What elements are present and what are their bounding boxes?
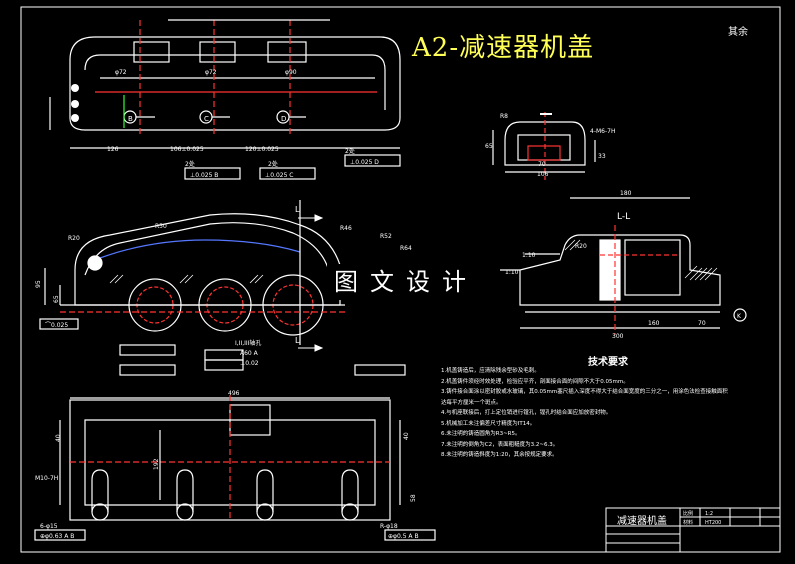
small-view xyxy=(492,112,596,180)
svg-text:40: 40 xyxy=(403,432,410,440)
scale-label: 比例 xyxy=(683,510,693,517)
side-view-hatch xyxy=(109,274,264,284)
title-block-cells: 比例 1:2 材料 HT200 xyxy=(683,510,721,526)
svg-text:180: 180 xyxy=(620,190,632,197)
svg-text:58: 58 xyxy=(410,494,417,502)
tech-requirements-list: 1.机盖铸造后，应清除残余型砂及毛刺。 2.机盖铸件须经时效处理，检验应平齐，剖… xyxy=(441,366,728,461)
bottom-view xyxy=(34,395,436,541)
section-hatch xyxy=(564,239,718,281)
svg-text:2处: 2处 xyxy=(185,160,195,168)
svg-text:65: 65 xyxy=(485,143,493,150)
svg-text:⊕φ0.63 A B: ⊕φ0.63 A B xyxy=(40,533,74,540)
tech-note: 7.未注明的倒角为C2，表面粗糙度为3.2~6.3。 xyxy=(441,441,559,448)
svg-text:L: L xyxy=(295,205,300,214)
side-view xyxy=(39,200,406,376)
tech-note: 2.机盖铸件须经时效处理，检验应平齐，剖面接合面的间隙不大于0.05mm。 xyxy=(441,378,629,385)
svg-text:R-φ18: R-φ18 xyxy=(380,523,398,530)
svg-text:1:10: 1:10 xyxy=(522,252,536,259)
svg-text:40: 40 xyxy=(55,434,62,442)
svg-text:M10-7H: M10-7H xyxy=(35,475,58,482)
svg-text:126: 126 xyxy=(107,146,119,153)
svg-text:1:10: 1:10 xyxy=(505,269,519,276)
material-label: 材料 xyxy=(683,519,693,526)
drawing-border xyxy=(20,6,781,553)
section-letters: L L xyxy=(295,205,300,345)
svg-text:70: 70 xyxy=(698,320,706,327)
svg-text:R52: R52 xyxy=(380,233,392,240)
section-arrows xyxy=(298,214,324,352)
material-value: HT200 xyxy=(705,520,721,526)
svg-text:φ90: φ90 xyxy=(285,69,297,76)
section-label: L-L xyxy=(617,212,631,222)
surface-roughness-note: 其余 xyxy=(728,27,748,38)
left-bolt-holes xyxy=(71,84,79,122)
tech-note: 1.机盖铸造后，应清除残余型砂及毛刺。 xyxy=(441,368,540,374)
svg-text:R20: R20 xyxy=(575,243,587,250)
svg-text:106±0.025: 106±0.025 xyxy=(170,146,204,153)
top-view xyxy=(49,19,401,180)
svg-text:R8: R8 xyxy=(500,113,508,120)
drawing-title: A2-减速器机盖 xyxy=(412,33,595,63)
svg-text:B: B xyxy=(128,115,133,123)
svg-text:⊥0.025 D: ⊥0.025 D xyxy=(350,159,379,166)
watermark: 图文设计 xyxy=(327,264,485,300)
svg-text:φ72: φ72 xyxy=(115,69,127,76)
svg-text:192: 192 xyxy=(153,458,160,470)
svg-text:300: 300 xyxy=(612,333,624,340)
svg-text:2处: 2处 xyxy=(345,147,355,155)
top-view-dims: 126 106±0.025 120±0.025 2处 2处 2处 ⊥0.025 … xyxy=(107,69,379,179)
svg-text:⌒0.025: ⌒0.025 xyxy=(45,322,68,329)
svg-text:R50: R50 xyxy=(155,223,167,230)
svg-text:φ72: φ72 xyxy=(205,69,217,76)
svg-text:70: 70 xyxy=(538,161,546,168)
tech-note: 3.铸件接合面涂以密封胶或水玻璃，其0.05mm塞尺插入深度不得大于结合面宽度的… xyxy=(441,389,728,395)
tech-note: 6.未注明的铸造圆角为R3~R5。 xyxy=(441,431,521,437)
bottom-view-dims: 496 192 40 58 40 M10-7H 6-φ15 R-φ18 ⊕φ0.… xyxy=(35,390,419,540)
svg-text:C: C xyxy=(204,115,209,123)
svg-text:160: 160 xyxy=(648,320,660,327)
svg-text:65: 65 xyxy=(53,295,60,303)
tech-note: 4.与机座联接后，打上定位销进行镗孔，镗孔时结合面应加放密封物。 xyxy=(441,410,612,416)
scale-value: 1:2 xyxy=(705,511,713,517)
part-name: 减速器机盖 xyxy=(617,516,667,527)
section-dims: 180 300 160 70 1:10 1:10 R20 K xyxy=(505,190,742,340)
svg-text:⊥0.025 B: ⊥0.025 B xyxy=(190,172,218,179)
tech-requirements-title: 技术要求 xyxy=(588,357,628,368)
svg-text:D: D xyxy=(281,115,286,123)
svg-text:K: K xyxy=(737,313,742,320)
svg-text:4-M6-7H: 4-M6-7H xyxy=(590,128,615,135)
tech-note: 达每平方厘米一个斑点。 xyxy=(441,399,502,406)
side-view-dims: 95 65 R20 R50 R46 R52 R64 ⌒0.025 A60 A ⊥… xyxy=(35,223,412,367)
svg-text:R64: R64 xyxy=(400,245,412,252)
svg-text:A60 A: A60 A xyxy=(240,350,259,357)
svg-text:L: L xyxy=(295,336,300,345)
svg-text:106: 106 xyxy=(537,171,549,178)
section-view xyxy=(500,197,747,335)
title-block xyxy=(605,507,781,553)
svg-text:33: 33 xyxy=(598,153,606,160)
svg-text:⊕φ0.5 A B: ⊕φ0.5 A B xyxy=(388,533,419,540)
svg-text:496: 496 xyxy=(228,390,240,397)
svg-text:⊥0.025 C: ⊥0.025 C xyxy=(265,172,294,179)
svg-text:R20: R20 xyxy=(68,235,80,242)
tech-note: 8.未注明的铸造斜度为1:20，其余按规定要求。 xyxy=(441,452,558,458)
tech-note: 5.机械加工未注偏差尺寸精度为IT14。 xyxy=(441,420,536,427)
svg-text:6-φ15: 6-φ15 xyxy=(40,523,58,530)
svg-text:2处: 2处 xyxy=(268,160,278,168)
small-view-dims: 4-M6-7H 70 106 65 33 R8 xyxy=(485,113,615,178)
svg-text:R46: R46 xyxy=(340,225,352,232)
svg-text:I,II,III轴孔: I,II,III轴孔 xyxy=(235,339,261,347)
svg-text:⊥0.02: ⊥0.02 xyxy=(240,360,259,367)
svg-text:95: 95 xyxy=(35,280,42,288)
svg-text:120±0.025: 120±0.025 xyxy=(245,146,279,153)
